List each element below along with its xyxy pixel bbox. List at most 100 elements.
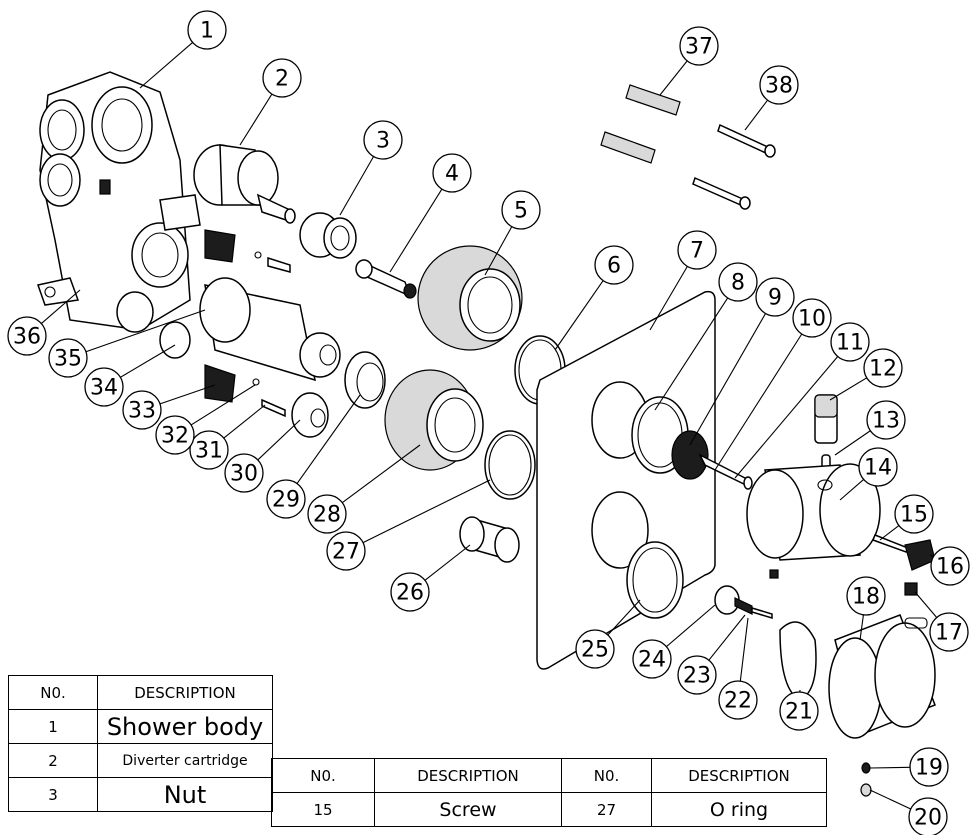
row-no: 2 <box>8 743 98 778</box>
lower-cartridge-parts <box>714 585 817 701</box>
table-row: 15 Screw 27 O ring <box>271 792 827 827</box>
header-description: DESCRIPTION <box>97 675 273 710</box>
callout-bubble: 37 <box>679 26 719 66</box>
callout-bubbles: 1234567891011121314151617181920212223242… <box>7 10 970 835</box>
callout-number: 26 <box>396 581 424 606</box>
table-header-row: N0. DESCRIPTION <box>8 675 273 710</box>
adapter-parts-9-11 <box>671 430 753 490</box>
leader-line <box>654 297 729 411</box>
callout-bubble: 20 <box>908 797 948 835</box>
callout-bubble: 1 <box>187 10 227 50</box>
callout-number: 1 <box>200 19 214 44</box>
callout-circle <box>594 245 634 285</box>
callout-bubble: 10 <box>792 298 832 338</box>
callout-bubble: 27 <box>326 531 366 571</box>
leader-line <box>859 614 864 641</box>
callout-bubble: 34 <box>84 367 124 407</box>
callout-number: 24 <box>638 648 666 673</box>
leader-line <box>484 226 513 276</box>
callout-number: 27 <box>332 540 360 565</box>
leader-line <box>869 789 912 810</box>
sleeve-part <box>459 516 520 563</box>
leader-line <box>257 419 301 461</box>
leader-line <box>362 479 491 544</box>
leader-line <box>739 617 749 682</box>
nut-part <box>299 212 357 259</box>
callout-bubble: 30 <box>224 453 264 493</box>
header-description: DESCRIPTION <box>374 758 562 793</box>
callout-number: 36 <box>13 325 41 350</box>
callout-number: 6 <box>607 254 621 279</box>
callout-circle <box>755 277 795 317</box>
table-row: 2 Diverter cartridge <box>8 743 273 778</box>
callout-bubble: 32 <box>155 415 195 455</box>
leader-lines <box>40 42 938 810</box>
callout-circle <box>759 65 799 105</box>
callout-circle <box>930 546 970 586</box>
callout-circle <box>266 479 306 519</box>
callout-bubble: 4 <box>432 153 472 193</box>
callout-number: 20 <box>914 806 942 831</box>
callout-number: 4 <box>445 162 459 187</box>
callout-bubble: 35 <box>48 338 88 378</box>
callout-circle <box>858 447 898 487</box>
callout-bubble: 12 <box>863 348 903 388</box>
callout-circle <box>679 26 719 66</box>
callout-number: 2 <box>275 67 289 92</box>
leader-line <box>159 384 216 405</box>
callout-circle <box>189 430 229 470</box>
callout-circle <box>326 531 366 571</box>
leader-line <box>40 289 81 324</box>
callout-circle <box>866 400 906 440</box>
callout-circle <box>84 367 124 407</box>
header-no: N0. <box>561 758 652 793</box>
row-description: O ring <box>651 792 827 827</box>
callout-bubble: 14 <box>858 447 898 487</box>
callout-number: 31 <box>195 439 223 464</box>
row-description: Nut <box>97 777 273 812</box>
row-no: 15 <box>271 792 375 827</box>
table-row: 1 Shower body <box>8 709 273 744</box>
callout-number: 14 <box>864 456 892 481</box>
row-no: 3 <box>8 777 98 812</box>
callout-bubble: 5 <box>501 190 541 230</box>
callout-number: 37 <box>685 35 713 60</box>
callout-circle <box>677 655 717 695</box>
leader-line <box>607 599 641 636</box>
knurled-collar-part-28 <box>384 369 484 471</box>
callout-circle <box>632 639 672 679</box>
callout-number: 34 <box>90 376 118 401</box>
leader-line <box>424 544 471 581</box>
callout-bubble: 26 <box>390 572 430 612</box>
parts-table: N0. DESCRIPTION 1 Shower body 2 Diverter… <box>8 675 273 812</box>
cover-plate-part <box>536 290 716 670</box>
callout-circle <box>909 747 949 787</box>
callout-bubble: 24 <box>632 639 672 679</box>
callout-bubble: 23 <box>677 655 717 695</box>
callout-number: 3 <box>376 129 390 154</box>
leader-line <box>914 591 938 618</box>
callout-bubble: 28 <box>307 494 347 534</box>
callout-circle <box>7 316 47 356</box>
cap-part <box>860 783 872 797</box>
leader-line <box>829 377 868 401</box>
callout-circle <box>718 680 758 720</box>
callout-bubble: 19 <box>909 747 949 787</box>
leader-line <box>869 766 911 769</box>
ring-part-25 <box>626 541 684 619</box>
callout-number: 29 <box>272 488 300 513</box>
callout-bubble: 36 <box>7 316 47 356</box>
callout-number: 7 <box>690 239 704 264</box>
callout-number: 28 <box>313 503 341 528</box>
leader-line <box>879 525 900 541</box>
callout-circle <box>155 415 195 455</box>
callout-number: 38 <box>765 74 793 99</box>
leader-line <box>834 430 871 456</box>
callout-number: 10 <box>798 307 826 332</box>
callout-bubble: 2 <box>262 58 302 98</box>
callout-number: 33 <box>128 399 156 424</box>
leader-line <box>744 99 768 131</box>
leader-line <box>714 333 803 471</box>
callout-bubble: 11 <box>830 322 870 362</box>
